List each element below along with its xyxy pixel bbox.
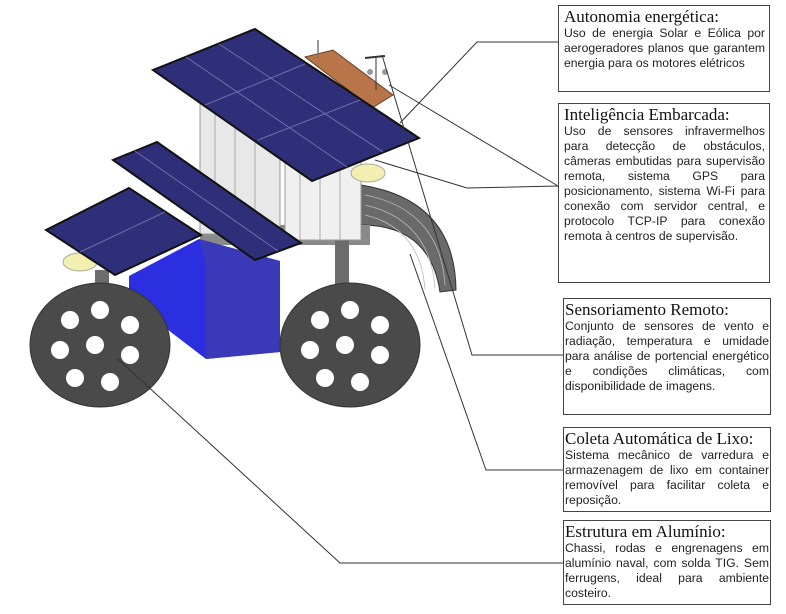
callout-inteligencia: Inteligência Embarcada: Uso de sensores …	[558, 103, 770, 283]
callout-sensoriamento: Sensoriamento Remoto: Conjunto de sensor…	[563, 298, 771, 415]
anemometer-icon	[364, 55, 388, 90]
callout-text: Chassi, rodas e engrenagens em alumínio …	[565, 541, 769, 600]
leader-autonomia	[399, 41, 558, 124]
rear-wheel	[279, 282, 421, 408]
leader-coleta	[409, 253, 565, 471]
callout-text: Sistema mecânico de varredura e armazena…	[565, 448, 769, 507]
callout-title: Sensoriamento Remoto:	[565, 300, 729, 319]
solar-panel-top	[150, 27, 422, 183]
callout-autonomia: Autonomia energética: Uso de energia Sol…	[558, 5, 770, 92]
callout-coleta: Coleta Automática de Lixo: Sistema mecân…	[563, 427, 771, 512]
callout-text: Uso de energia Solar e Eólica por aeroge…	[564, 26, 765, 70]
trash-container-side	[199, 239, 280, 359]
front-wheel	[29, 282, 171, 408]
callout-estrutura: Estrutura em Alumínio: Chassi, rodas e e…	[563, 520, 771, 605]
callout-title: Estrutura em Alumínio:	[565, 522, 726, 541]
leader-inteligencia-a	[388, 84, 559, 187]
callout-title: Inteligência Embarcada:	[564, 105, 730, 124]
callout-leaders	[117, 41, 565, 564]
callout-title: Coleta Automática de Lixo:	[565, 429, 754, 448]
callout-title: Autonomia energética:	[564, 7, 719, 26]
leader-estrutura	[117, 358, 565, 564]
sensor-mount	[350, 163, 386, 183]
callout-text: Uso de sensores infravermelhos para dete…	[564, 124, 765, 243]
callout-text: Conjunto de sensores de vento e radiação…	[565, 319, 769, 393]
leader-inteligencia-b	[374, 159, 559, 189]
brush-bristles	[364, 194, 446, 290]
sweeper-brush	[360, 184, 457, 293]
leader-sensoriamento	[381, 54, 565, 356]
